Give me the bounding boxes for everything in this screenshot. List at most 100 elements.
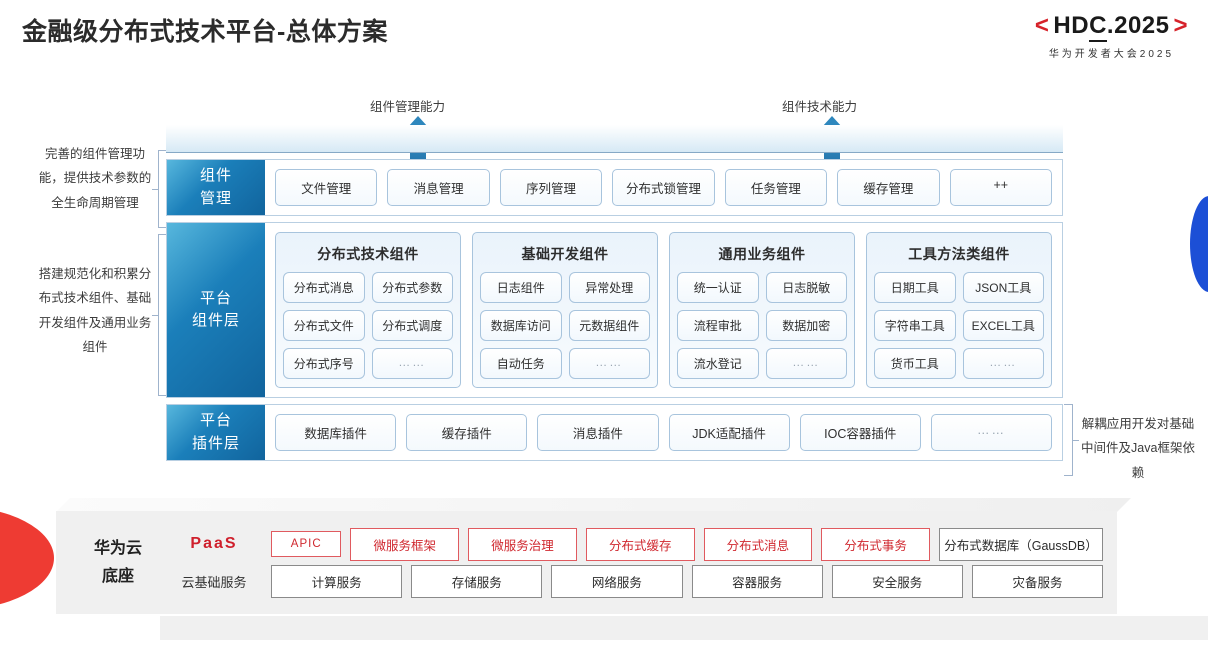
pill-distributed-cache[interactable]: 分布式缓存 [585, 527, 695, 561]
paas-label: PaaS [190, 535, 238, 552]
page-title: 金融级分布式技术平台-总体方案 [22, 18, 388, 46]
layer-tab-component-management: 组件 管理 [167, 160, 265, 215]
cell-data-encryption[interactable]: 数据加密 [765, 310, 847, 341]
cloud-base-rows: PaaS APIC 微服务框架 微服务治理 分布式缓存 分布式消息 分布式事务 … [166, 524, 1104, 602]
group-title-utility-methods: 工具方法类组件 [908, 246, 1010, 262]
layer-component-management: 组件 管理 文件管理 消息管理 序列管理 分布式锁管理 任务管理 缓存管理 ++ [166, 159, 1063, 216]
brace-tick [1072, 440, 1079, 441]
chip-distributed-lock-management[interactable]: 分布式锁管理 [612, 169, 715, 206]
cell-metadata-component[interactable]: 元数据组件 [568, 310, 650, 341]
cell-transaction-record[interactable]: 流水登记 [677, 348, 759, 379]
cell-more-common-business[interactable]: …… [765, 348, 847, 379]
cell-log-desensitization[interactable]: 日志脱敏 [765, 272, 847, 303]
cell-log-component[interactable]: 日志组件 [480, 272, 562, 303]
chip-database-plugin[interactable]: 数据库插件 [275, 414, 397, 451]
group-grid-basic-dev: 日志组件 异常处理 数据库访问 元数据组件 自动任务 …… [480, 272, 650, 379]
platform-stack: 组件 管理 文件管理 消息管理 序列管理 分布式锁管理 任务管理 缓存管理 ++… [166, 125, 1063, 461]
cloud-base-title-line1: 华为云 [93, 540, 142, 558]
cloud-base-content: 华为云 底座 PaaS APIC 微服务框架 微服务治理 分布式缓存 分布式消息… [56, 511, 1117, 614]
brace-left-mid [152, 234, 167, 396]
pill-storage-service[interactable]: 存储服务 [411, 564, 543, 598]
plugin-chip-row: 数据库插件 缓存插件 消息插件 JDK适配插件 IOC容器插件 …… [275, 414, 1053, 451]
layer-platform-component: 平台 组件层 分布式技术组件 分布式消息 分布式参数 分布式文件 分布式调度 分… [166, 222, 1063, 398]
pill-apic[interactable]: APIC [271, 531, 342, 557]
cell-distributed-file[interactable]: 分布式文件 [283, 310, 365, 341]
annotation-left-top: 完善的组件管理功能，提供技术参数的全生命周期管理 [38, 147, 152, 210]
cell-distributed-parameter[interactable]: 分布式参数 [371, 272, 453, 303]
brace-right [1064, 404, 1079, 476]
chip-message-management[interactable]: 消息管理 [387, 169, 490, 206]
pill-microservice-framework[interactable]: 微服务框架 [350, 527, 460, 561]
cell-excel-util[interactable]: EXCEL工具 [962, 310, 1044, 341]
pill-compute-service[interactable]: 计算服务 [271, 564, 403, 598]
group-title-distributed-tech: 分布式技术组件 [317, 246, 419, 262]
infra-label: 云基础服务 [181, 574, 247, 590]
pill-network-service[interactable]: 网络服务 [551, 564, 683, 598]
cloud-base-title: 华为云 底座 [70, 535, 166, 589]
cell-distributed-sequence[interactable]: 分布式序号 [283, 348, 365, 379]
group-basic-dev: 基础开发组件 日志组件 异常处理 数据库访问 元数据组件 自动任务 …… [472, 232, 658, 388]
chip-add-more[interactable]: ++ [949, 169, 1052, 206]
cell-auto-task[interactable]: 自动任务 [480, 348, 562, 379]
pill-security-service[interactable]: 安全服务 [831, 564, 963, 598]
cell-date-util[interactable]: 日期工具 [874, 272, 956, 303]
pill-disaster-recovery-service[interactable]: 灾备服务 [971, 564, 1104, 598]
hdc-text-tail: .2025 [1106, 12, 1170, 39]
chip-cache-plugin[interactable]: 缓存插件 [406, 414, 528, 451]
slab-top-bevel [56, 498, 1131, 512]
chip-file-management[interactable]: 文件管理 [275, 169, 378, 206]
layer-tab-platform-plugin: 平台 插件层 [167, 405, 265, 460]
chip-more-plugins[interactable]: …… [930, 414, 1053, 451]
layer-tab-line2: 组件层 [191, 312, 240, 329]
cell-process-approval[interactable]: 流程审批 [677, 310, 759, 341]
chip-ioc-container-plugin[interactable]: IOC容器插件 [799, 414, 921, 451]
chip-jdk-adapter-plugin[interactable]: JDK适配插件 [668, 414, 790, 451]
capability-label-management: 组件管理能力 [370, 100, 446, 114]
capability-label-technology: 组件技术能力 [782, 100, 858, 114]
cell-more-basic-dev[interactable]: …… [568, 348, 650, 379]
pill-distributed-transaction[interactable]: 分布式事务 [821, 527, 930, 561]
group-grid-utility-methods: 日期工具 JSON工具 字符串工具 EXCEL工具 货币工具 …… [874, 272, 1044, 379]
component-management-chip-row: 文件管理 消息管理 序列管理 分布式锁管理 任务管理 缓存管理 ++ [275, 169, 1052, 206]
chip-cache-management[interactable]: 缓存管理 [837, 169, 940, 206]
cell-exception-handling[interactable]: 异常处理 [568, 272, 650, 303]
paas-row: PaaS APIC 微服务框架 微服务治理 分布式缓存 分布式消息 分布式事务 … [166, 527, 1104, 561]
pill-distributed-message[interactable]: 分布式消息 [703, 527, 813, 561]
group-utility-methods: 工具方法类组件 日期工具 JSON工具 字符串工具 EXCEL工具 货币工具 …… [866, 232, 1052, 388]
group-grid-common-business: 统一认证 日志脱敏 流程审批 数据加密 流水登记 …… [677, 272, 847, 379]
cell-distributed-message[interactable]: 分布式消息 [283, 272, 365, 303]
chip-sequence-management[interactable]: 序列管理 [499, 169, 603, 206]
chip-message-plugin[interactable]: 消息插件 [537, 414, 659, 451]
slab-bottom-shadow-strip [160, 616, 1208, 640]
stack-top-gradient-band [166, 125, 1063, 153]
pill-container-service[interactable]: 容器服务 [691, 564, 823, 598]
brace-left-top [152, 150, 167, 228]
decorative-blue-lens [1190, 196, 1208, 292]
cell-more-utility[interactable]: …… [962, 348, 1044, 379]
chip-task-management[interactable]: 任务管理 [724, 169, 828, 206]
group-title-common-business: 通用业务组件 [718, 246, 806, 262]
component-groups: 分布式技术组件 分布式消息 分布式参数 分布式文件 分布式调度 分布式序号 ……… [275, 232, 1052, 388]
hdc-logo-main: <HDC.2025> [1031, 12, 1192, 42]
group-distributed-tech: 分布式技术组件 分布式消息 分布式参数 分布式文件 分布式调度 分布式序号 …… [275, 232, 461, 388]
cell-json-util[interactable]: JSON工具 [962, 272, 1044, 303]
layer-tab-line1: 平台 [199, 412, 232, 429]
cell-currency-util[interactable]: 货币工具 [874, 348, 956, 379]
layer-tab-line2: 管理 [199, 189, 232, 207]
hdc-close-bracket: > [1173, 12, 1188, 39]
cell-unified-auth[interactable]: 统一认证 [677, 272, 759, 303]
cell-more-distributed-tech[interactable]: …… [371, 348, 453, 379]
cell-string-util[interactable]: 字符串工具 [874, 310, 956, 341]
cell-distributed-scheduling[interactable]: 分布式调度 [371, 310, 453, 341]
pill-distributed-database[interactable]: 分布式数据库（GaussDB） [938, 527, 1104, 561]
decorative-red-wedge [0, 506, 54, 610]
group-common-business: 通用业务组件 统一认证 日志脱敏 流程审批 数据加密 流水登记 …… [669, 232, 855, 388]
layer-tab-line1: 组件 [199, 167, 232, 184]
hdc-logo: <HDC.2025> 华为开发者大会2025 [1031, 12, 1192, 60]
layer-tab-line1: 平台 [199, 289, 232, 307]
pill-microservice-governance[interactable]: 微服务治理 [468, 527, 577, 561]
cell-database-access[interactable]: 数据库访问 [480, 310, 562, 341]
layer-tab-line2: 插件层 [191, 434, 240, 452]
layer-body-platform-plugin: 数据库插件 缓存插件 消息插件 JDK适配插件 IOC容器插件 …… [265, 405, 1062, 460]
